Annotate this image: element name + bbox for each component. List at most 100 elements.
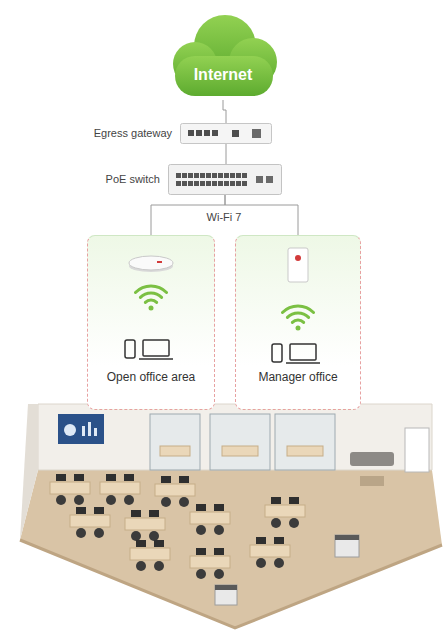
desk-set	[265, 497, 305, 528]
glass-room	[210, 414, 270, 470]
meeting-table	[160, 446, 190, 456]
device-case	[169, 165, 282, 195]
port	[218, 181, 223, 186]
glass-room	[150, 414, 200, 470]
meeting-table	[222, 446, 258, 456]
printer	[215, 585, 237, 605]
wall-screen	[58, 414, 104, 444]
device-label: PoE switch	[106, 173, 160, 186]
desk-set	[250, 537, 290, 568]
port	[188, 181, 193, 186]
wifi-arc	[287, 313, 308, 317]
cloud-part	[175, 56, 273, 96]
port	[206, 181, 211, 186]
desk-set	[190, 504, 230, 535]
laptop-base	[139, 358, 173, 360]
gateway-body	[180, 123, 272, 144]
laptop-screen	[143, 340, 169, 356]
screen-bar	[88, 422, 91, 436]
port	[224, 173, 229, 178]
gateway-device: Egress gateway	[180, 123, 272, 144]
port	[242, 181, 247, 186]
glass-room	[275, 414, 335, 470]
meeting-table	[287, 446, 323, 456]
port	[236, 173, 241, 178]
desk-set	[155, 476, 195, 507]
port	[182, 173, 187, 178]
switch-body	[168, 164, 282, 195]
coffee-table	[360, 476, 384, 486]
desk-set	[50, 474, 90, 505]
desk-set	[70, 507, 110, 538]
wifi-arc	[135, 286, 166, 292]
port	[194, 181, 199, 186]
port	[196, 130, 202, 136]
network-link	[226, 144, 227, 164]
screen-chart	[64, 424, 76, 436]
port	[200, 181, 205, 186]
back-wall	[38, 404, 432, 470]
desk-set	[100, 474, 140, 505]
port	[194, 173, 199, 178]
phone-icon	[125, 340, 135, 358]
whiteboard	[405, 428, 429, 472]
port	[176, 181, 181, 186]
wifi-arc	[140, 293, 161, 297]
wifi-arc	[145, 300, 156, 302]
wifi-arc	[282, 306, 313, 312]
port	[230, 181, 235, 186]
floor	[20, 470, 442, 628]
port	[200, 173, 205, 178]
port	[224, 181, 229, 186]
side-wall	[20, 404, 38, 540]
area-panel: Manager office	[235, 235, 361, 410]
port	[206, 173, 211, 178]
floor-edge	[20, 540, 442, 628]
area-label: Open office area	[107, 370, 196, 384]
ceiling-ap	[129, 256, 173, 270]
printer	[335, 535, 359, 557]
port	[188, 173, 193, 178]
device-label: Egress gateway	[94, 127, 172, 140]
desk-set	[125, 510, 165, 541]
printer-top	[215, 585, 237, 590]
wifi-dot	[149, 306, 154, 311]
laptop-base	[286, 362, 320, 364]
port	[212, 181, 217, 186]
ap-logo	[295, 255, 301, 261]
cloud-label: Internet	[194, 66, 253, 84]
port	[252, 129, 261, 138]
port	[176, 173, 181, 178]
port	[188, 130, 194, 136]
device-case	[181, 124, 272, 144]
link-label: Wi-Fi 7	[205, 211, 244, 224]
wifi-dot	[296, 326, 301, 331]
phone-icon	[272, 344, 282, 362]
sfp-port	[256, 176, 263, 183]
port	[212, 173, 217, 178]
printer-top	[335, 535, 359, 540]
port	[236, 181, 241, 186]
sfp-port	[266, 176, 273, 183]
screen-bar	[82, 426, 85, 436]
screen-bar	[94, 428, 97, 436]
desk-set	[130, 540, 170, 571]
port	[232, 130, 239, 137]
wall-plate-ap	[288, 248, 308, 282]
port	[212, 130, 218, 136]
port	[230, 173, 235, 178]
area-label: Manager office	[258, 370, 337, 384]
cloud-shape	[163, 6, 283, 100]
port	[218, 173, 223, 178]
port	[204, 130, 210, 136]
ap-logo	[157, 261, 162, 263]
laptop-screen	[290, 344, 316, 360]
internet-cloud: Internet	[163, 6, 283, 100]
port	[242, 173, 247, 178]
network-link	[223, 100, 226, 123]
port	[182, 181, 187, 186]
wifi-arc	[292, 320, 303, 322]
sofa	[350, 452, 394, 466]
desk-set	[190, 548, 230, 579]
